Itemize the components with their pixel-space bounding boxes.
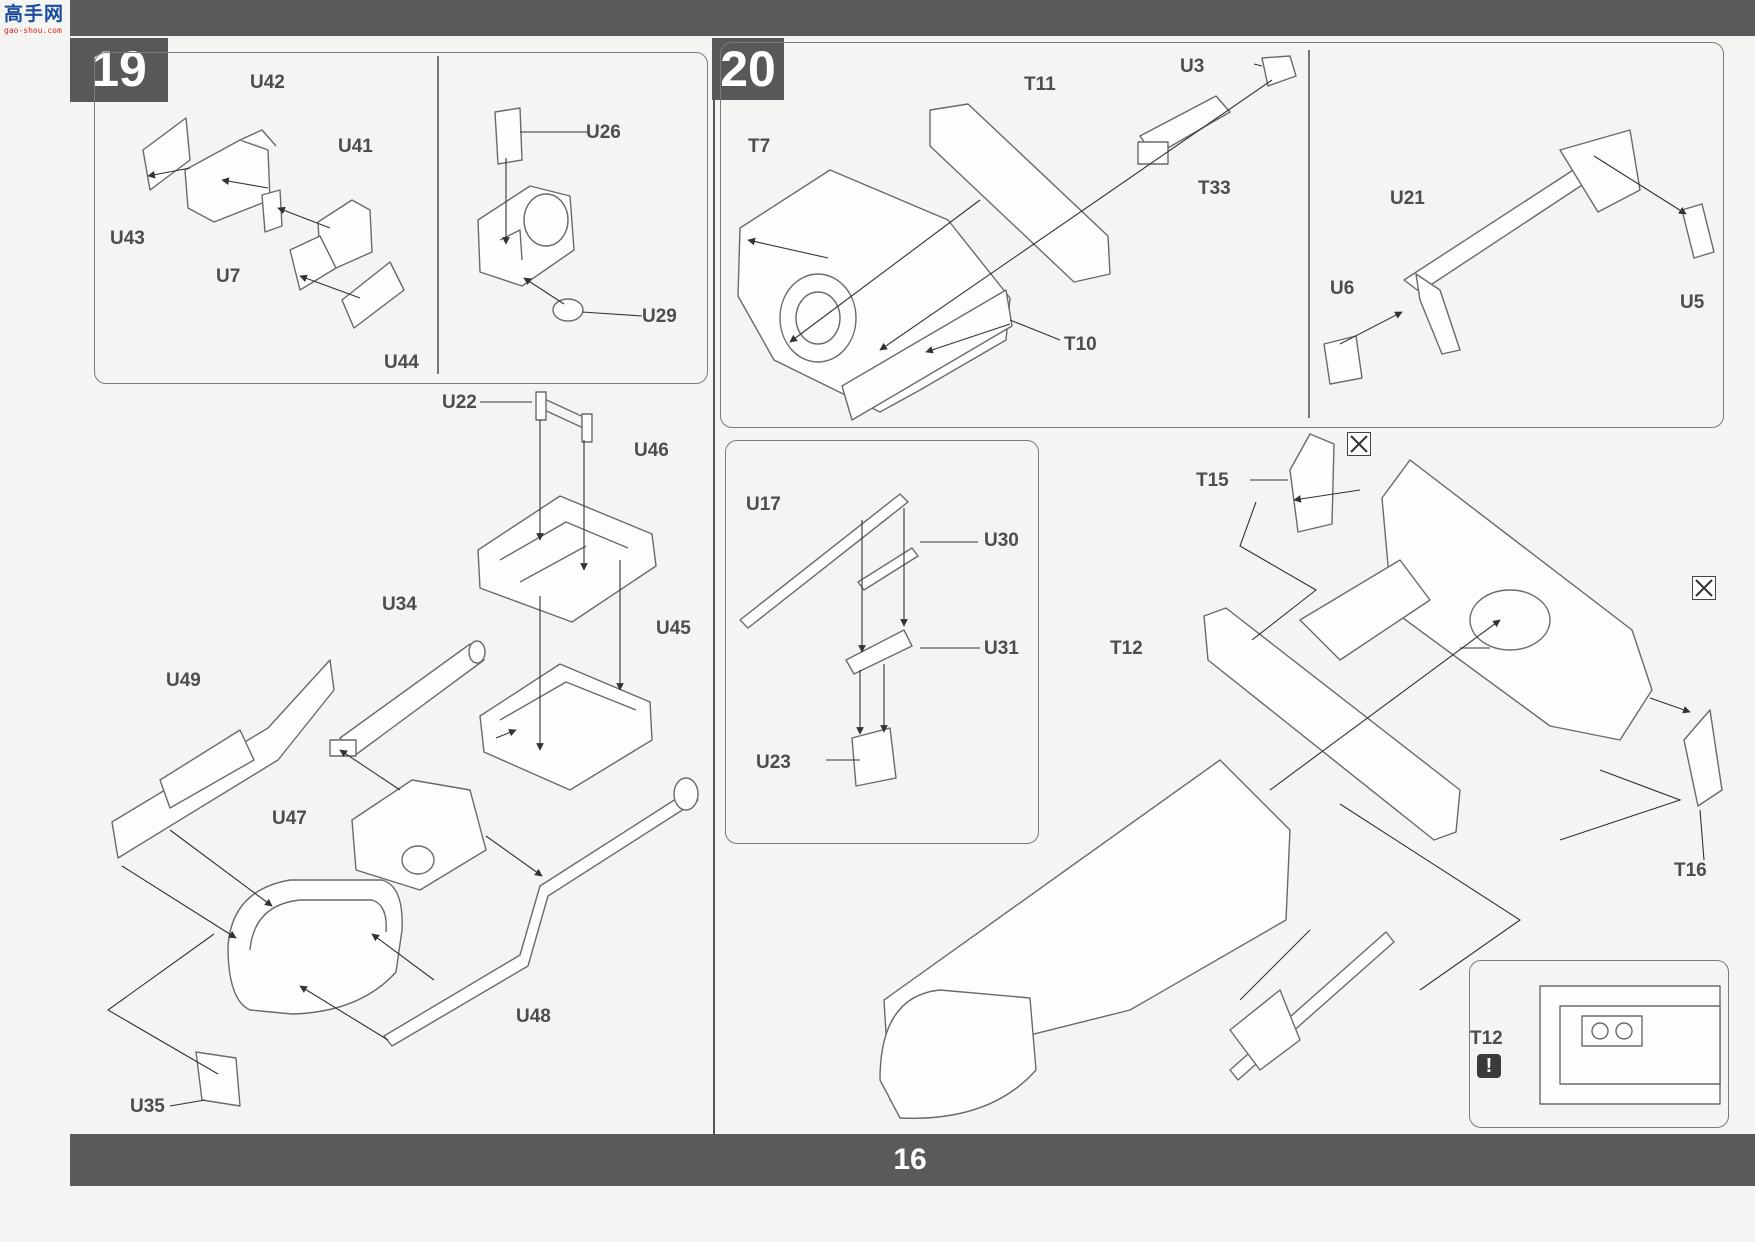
label-u7: U7 [216, 266, 241, 287]
label-t15: T15 [1196, 470, 1229, 491]
label-u22: U22 [442, 392, 477, 413]
label-u35: U35 [130, 1096, 165, 1117]
label-t16: T16 [1674, 860, 1707, 881]
hull-frame [1381, 459, 1653, 741]
label-u30: U30 [984, 530, 1019, 551]
u48-handle [383, 777, 699, 1047]
label-u21: U21 [1390, 188, 1425, 209]
u45-cradle [479, 663, 653, 791]
t12-plate [1203, 607, 1461, 841]
label-u29: U29 [642, 306, 677, 327]
center-divider [713, 40, 715, 1134]
u26-part [494, 107, 523, 165]
label-u41: U41 [338, 136, 373, 157]
label-u17: U17 [746, 494, 781, 515]
u43-part [142, 117, 191, 191]
u29-part [552, 298, 584, 322]
u22-part [535, 391, 593, 443]
u7-part [261, 189, 283, 233]
label-u23: U23 [756, 752, 791, 773]
u44-part [341, 261, 405, 329]
label-t33: T33 [1198, 178, 1231, 199]
u23-part [851, 727, 897, 787]
u5-part [1681, 203, 1715, 259]
site-logo: 高手网 gao-shou.com [4, 4, 68, 40]
step-19-sub-frame [94, 52, 708, 384]
logo-glyphs: 高手网 [4, 4, 65, 25]
u21-assembly [1403, 129, 1641, 355]
bottom-band [70, 1134, 1755, 1186]
joint-arm [1299, 559, 1431, 661]
step-20-sub-frame [720, 42, 1724, 428]
caution-icon: ! [1477, 1054, 1501, 1078]
u42-part [184, 129, 277, 223]
u17-barrel [739, 493, 909, 629]
u30-part [857, 547, 919, 591]
u49-rail [111, 659, 335, 859]
u46-frame [477, 495, 657, 623]
label-u48: U48 [516, 1006, 551, 1027]
label-u26: U26 [586, 122, 621, 143]
top-band [70, 0, 1755, 36]
label-u34: U34 [382, 594, 417, 615]
label-u5: U5 [1680, 292, 1705, 313]
t15-bracket [1289, 433, 1335, 533]
label-u31: U31 [984, 638, 1019, 659]
u6-part [1323, 335, 1363, 385]
label-u43: U43 [110, 228, 145, 249]
gearbox-19b [351, 779, 487, 891]
label-u45: U45 [656, 618, 691, 639]
t33-assembly [1137, 95, 1231, 165]
label-u47: U47 [272, 808, 307, 829]
t10-plate [841, 289, 1013, 421]
page-number: 16 [893, 1143, 927, 1176]
label-u44: U44 [384, 352, 419, 373]
u34-cylinder [329, 640, 486, 757]
label-t10: T10 [1064, 334, 1097, 355]
label-u3: U3 [1180, 56, 1205, 77]
t11-plate [929, 103, 1111, 283]
detail-t12 [1539, 985, 1721, 1105]
detail-inset-frame [1469, 960, 1729, 1128]
logo-url: gao-shou.com [4, 26, 62, 35]
step-19-sub-divider [437, 56, 439, 374]
t16-bracket [1683, 709, 1723, 807]
label-t12-detail: T12 [1470, 1028, 1503, 1049]
step-20-sub-divider [1308, 50, 1310, 418]
step-19-badge: 19 [70, 38, 168, 102]
main-assembly-20 [879, 759, 1291, 1119]
label-t11: T11 [1024, 74, 1056, 95]
barrel-20 [1229, 931, 1395, 1081]
u31-part [845, 629, 913, 675]
barrel-sub-frame [725, 440, 1039, 844]
label-u6: U6 [1330, 278, 1355, 299]
label-u42: U42 [250, 72, 285, 93]
label-u49: U49 [166, 670, 201, 691]
u47-basket [227, 879, 403, 1015]
label-u46: U46 [634, 440, 669, 461]
label-t12: T12 [1110, 638, 1143, 659]
u3-part [1261, 55, 1297, 87]
gearbox-19a [477, 185, 575, 287]
no-glue-icon-top [1347, 432, 1371, 456]
u35-bracket [195, 1051, 241, 1107]
no-glue-icon-right [1692, 576, 1716, 600]
label-t7: T7 [748, 136, 771, 157]
